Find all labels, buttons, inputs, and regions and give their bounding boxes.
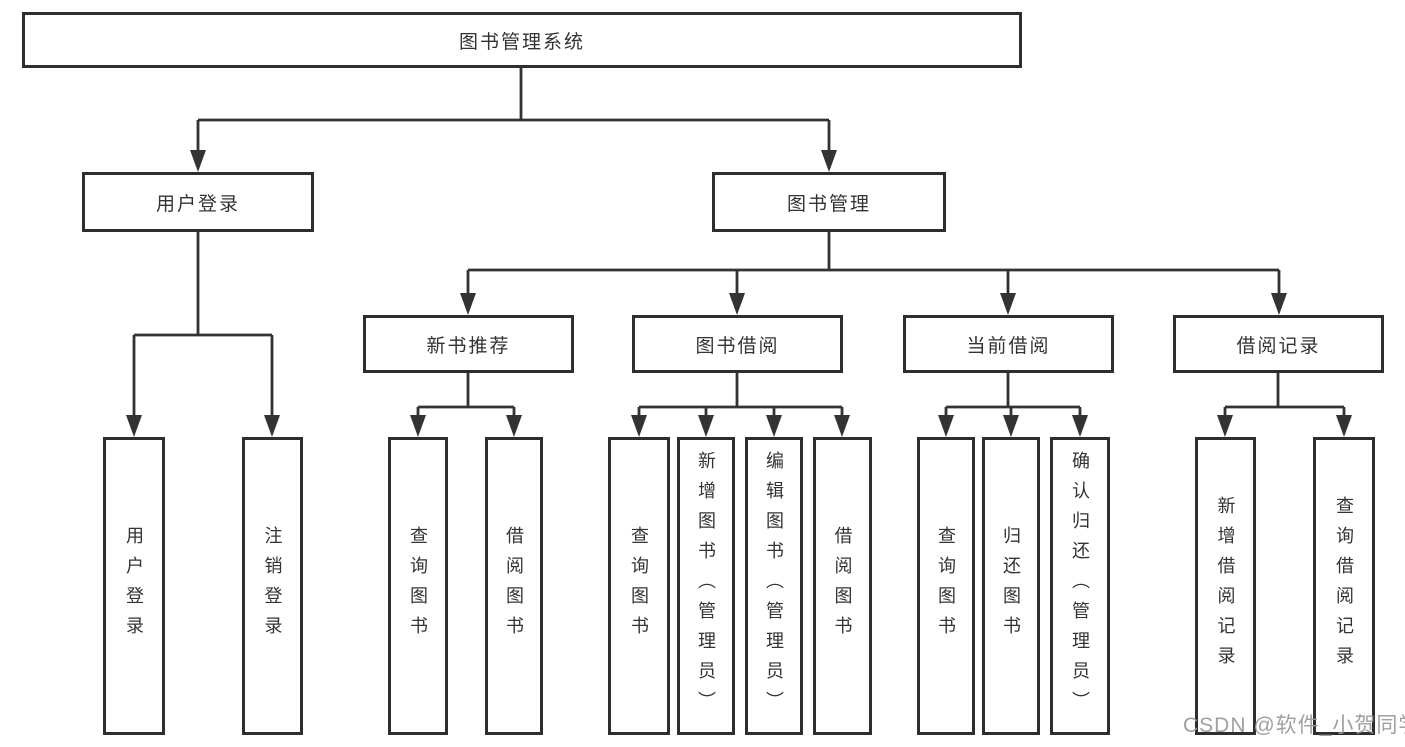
node-label: 用户登录 <box>155 193 240 215</box>
leaf-label: 查询图书 <box>629 526 649 646</box>
leaf-label: 查询借阅记录 <box>1334 496 1354 676</box>
node-book-management: 图书管理 <box>712 172 946 232</box>
leaf-label: 归还图书 <box>1001 526 1021 646</box>
leaf-label: 借阅图书 <box>832 526 853 646</box>
node-borrow-record: 借阅记录 <box>1173 315 1384 373</box>
leaf-label: 用户登录 <box>124 526 144 646</box>
leaf-query-books-current: 查询图书 <box>917 437 975 735</box>
leaf-add-books-admin: 新增图书（管理员） <box>677 437 735 735</box>
leaf-query-borrow-record: 查询借阅记录 <box>1313 437 1375 735</box>
leaf-user-login: 用户登录 <box>103 437 165 735</box>
leaf-label: 新增图书（管理员） <box>696 451 716 721</box>
leaf-label: 新增借阅记录 <box>1215 496 1236 676</box>
node-book-borrow: 图书借阅 <box>632 315 843 373</box>
node-label: 借阅记录 <box>1236 335 1321 357</box>
node-label: 当前借阅 <box>966 335 1051 357</box>
node-label: 图书管理 <box>786 193 871 215</box>
leaf-borrow-books: 借阅图书 <box>813 437 872 735</box>
leaf-label: 编辑图书（管理员） <box>764 451 784 721</box>
node-new-book-recommend: 新书推荐 <box>363 315 574 373</box>
leaf-confirm-return-admin: 确认归还（管理员） <box>1050 437 1110 735</box>
leaf-borrow-books-recommend: 借阅图书 <box>485 437 543 735</box>
leaf-query-books-borrow: 查询图书 <box>608 437 670 735</box>
leaf-add-borrow-record: 新增借阅记录 <box>1195 437 1256 735</box>
leaf-return-books: 归还图书 <box>982 437 1040 735</box>
node-user-login: 用户登录 <box>82 172 314 232</box>
node-label: 图书管理系统 <box>458 31 585 53</box>
leaf-edit-books-admin: 编辑图书（管理员） <box>745 437 803 735</box>
leaf-label: 借阅图书 <box>504 526 524 646</box>
node-label: 图书借阅 <box>695 335 780 357</box>
leaf-query-books-recommend: 查询图书 <box>388 437 448 735</box>
watermark: CSDN @软件_小贺同学 <box>1183 714 1405 737</box>
leaf-label: 确认归还（管理员） <box>1070 451 1090 721</box>
node-current-borrow: 当前借阅 <box>903 315 1114 373</box>
leaf-label: 注销登录 <box>262 526 283 646</box>
leaf-label: 查询图书 <box>936 526 956 646</box>
node-library-management-system: 图书管理系统 <box>22 12 1022 68</box>
node-label: 新书推荐 <box>426 335 511 357</box>
leaf-logout: 注销登录 <box>242 437 303 735</box>
leaf-label: 查询图书 <box>408 526 428 646</box>
